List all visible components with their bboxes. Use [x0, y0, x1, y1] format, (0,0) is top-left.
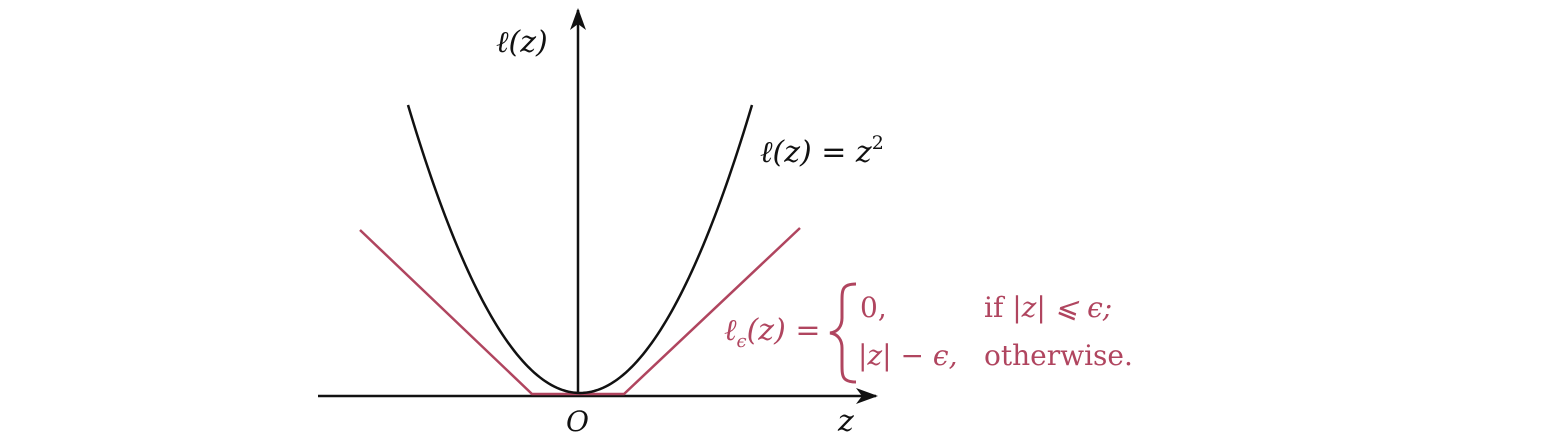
x-axis-label: z [837, 404, 854, 439]
case2-value: |z| − ϵ, [858, 339, 957, 372]
y-axis-label: ℓ(z) [496, 25, 548, 60]
eps-loss-label-sub: ϵ [737, 331, 747, 352]
case2-condition: otherwise. [984, 339, 1133, 372]
case1-condition-prefix: if [984, 291, 1012, 324]
square-loss-curve [406, 104, 754, 395]
eps-loss-label-main: ℓ [724, 313, 737, 348]
square-loss-label: ℓ(z) = z2 [760, 132, 884, 170]
case1-value: 0, [860, 291, 887, 324]
y-axis-label-main: ℓ [496, 25, 509, 60]
eps-loss-label-rest: (z) = [747, 313, 821, 348]
eps-insensitive-loss-curve [359, 227, 801, 396]
case1-condition: if |z| ⩽ ϵ; [984, 291, 1112, 324]
case1-condition-expr: |z| ⩽ ϵ; [1012, 291, 1112, 324]
origin-label: O [566, 405, 589, 438]
cases-brace [829, 282, 857, 384]
square-loss-label-lhs: ℓ(z) = z [760, 135, 872, 170]
eps-loss-label: ℓϵ(z) = [724, 313, 820, 352]
y-axis-label-arg: (z) [509, 25, 548, 60]
square-loss-label-exp: 2 [872, 132, 884, 154]
